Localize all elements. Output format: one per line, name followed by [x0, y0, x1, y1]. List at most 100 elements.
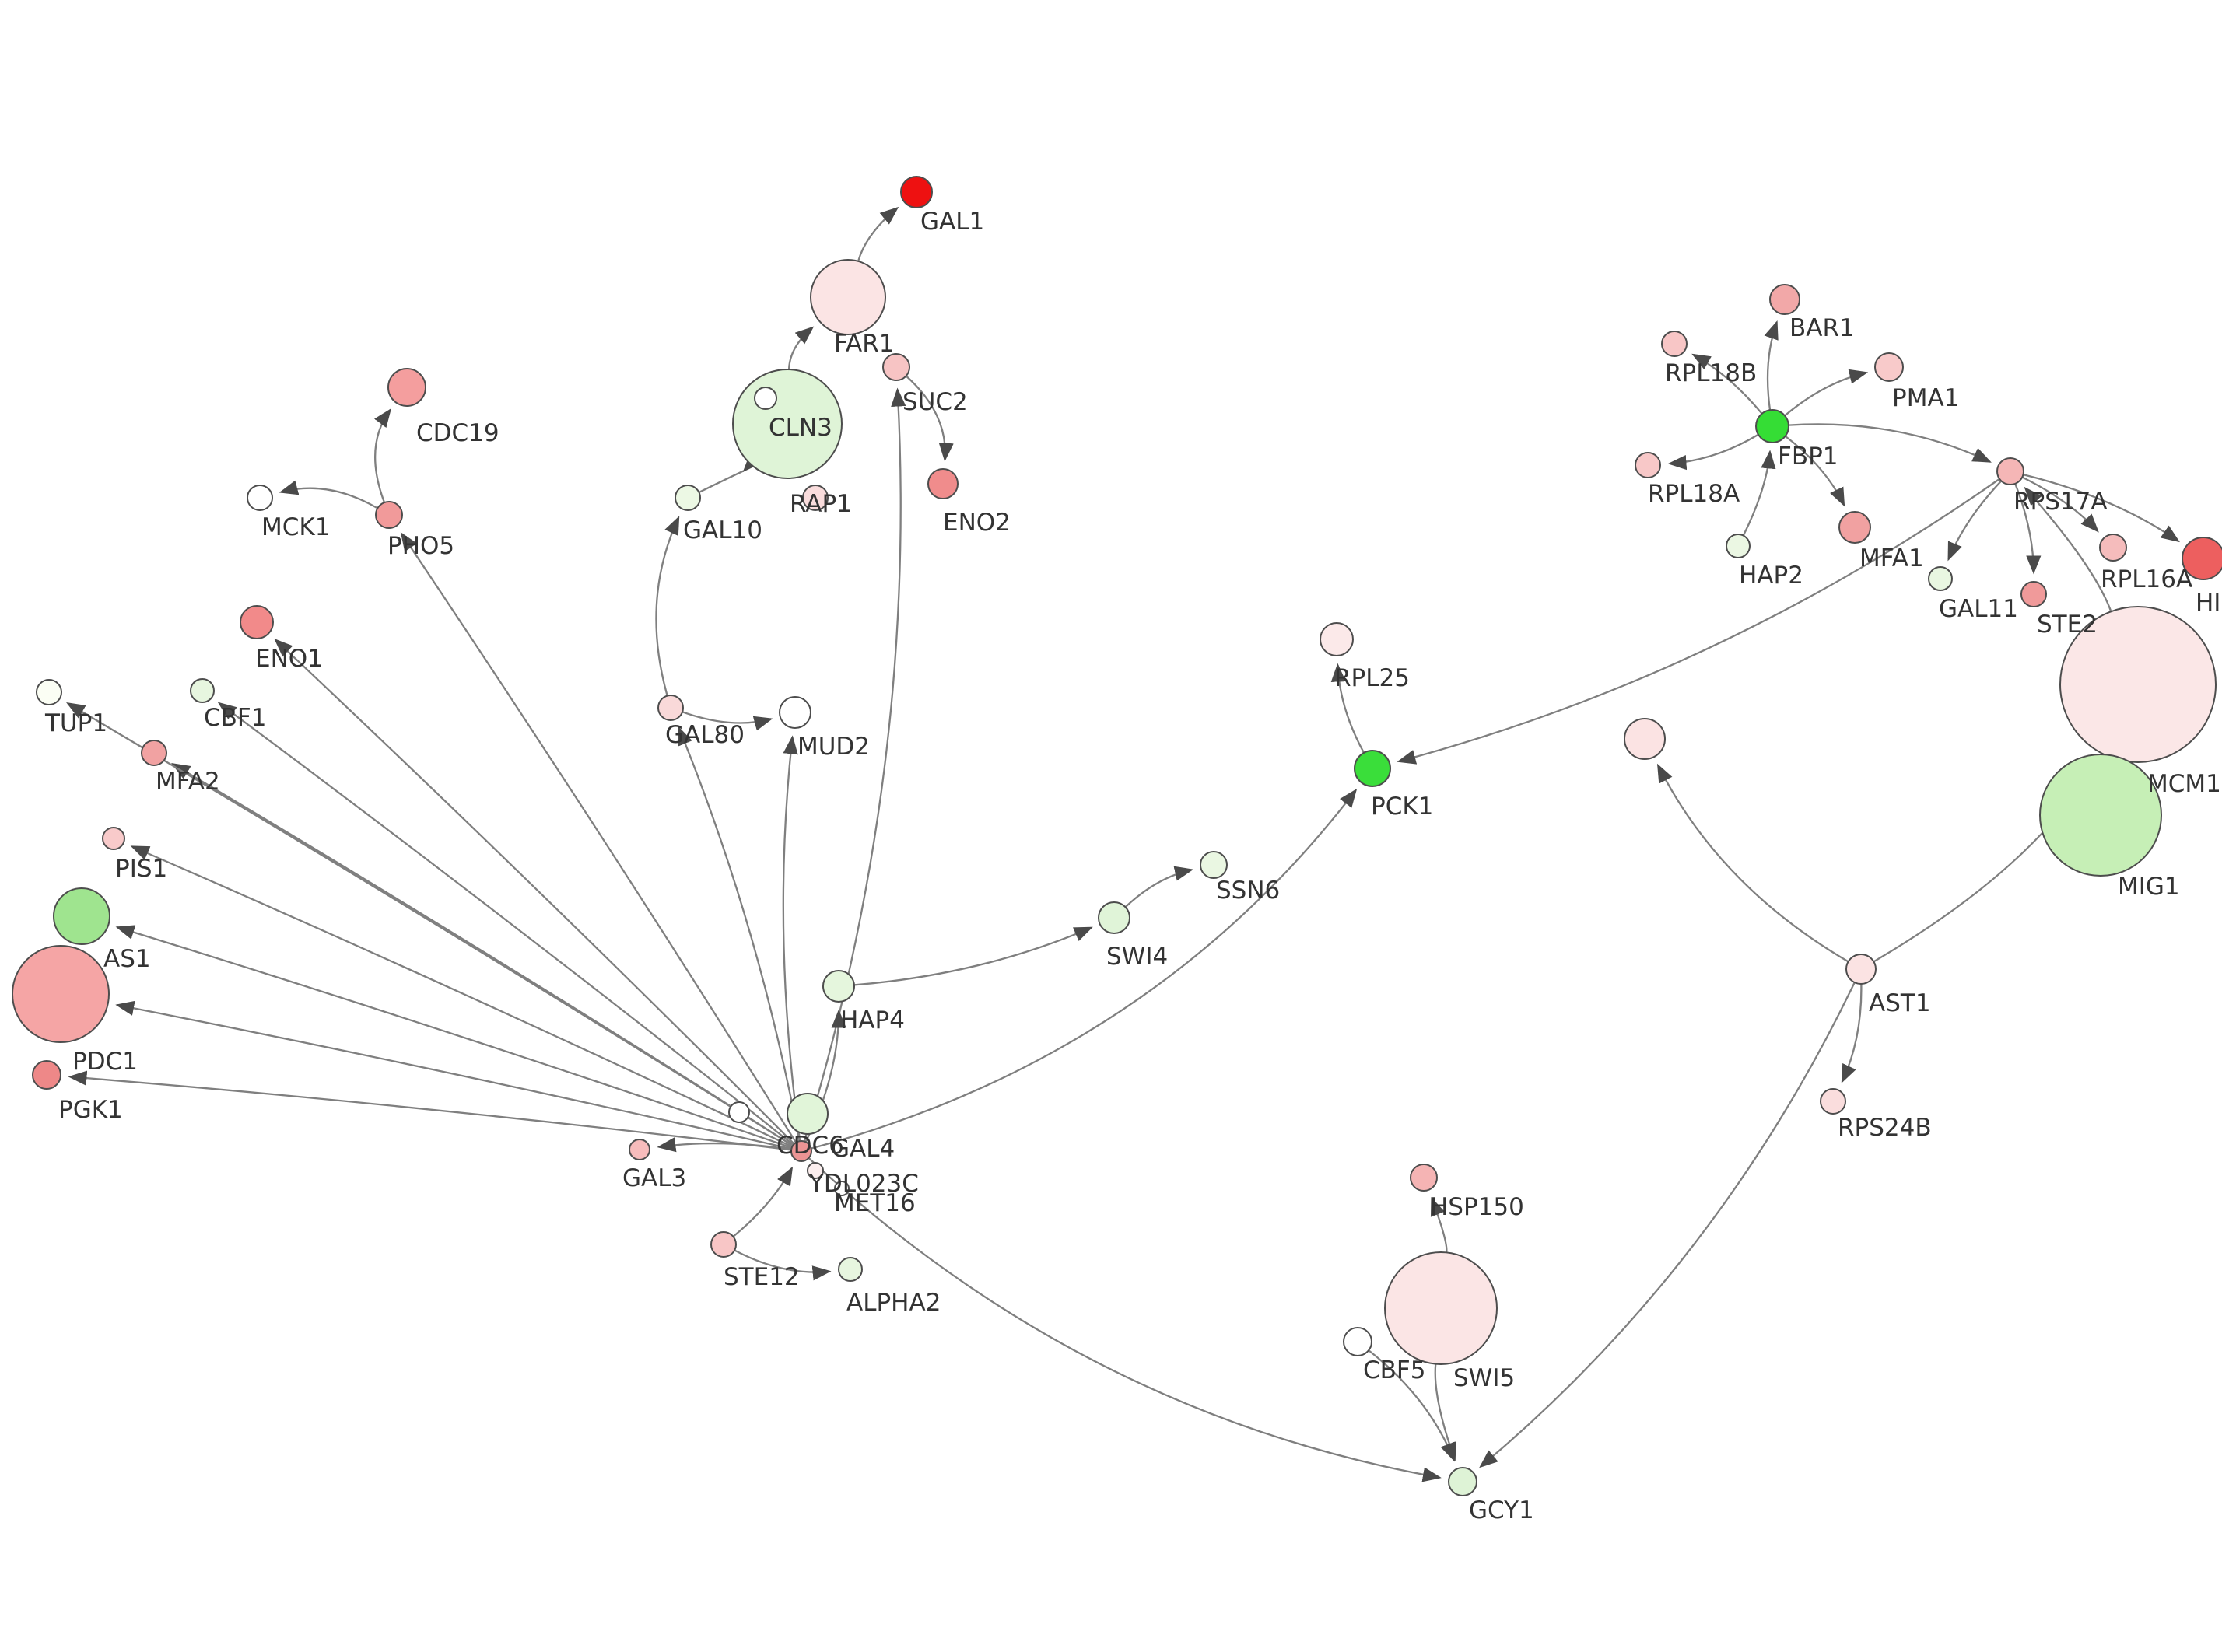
- edge-GAL80-GAL10[interactable]: [655, 516, 680, 696]
- edge-FBP1-RPS17A[interactable]: [1788, 423, 1992, 463]
- node-PIS1[interactable]: [102, 827, 125, 850]
- edge-GAL80-MUD2[interactable]: [682, 711, 773, 731]
- node-HIS4[interactable]: [2182, 537, 2222, 580]
- node-GAL11[interactable]: [1928, 566, 1953, 591]
- node-N2[interactable]: [728, 1101, 750, 1123]
- node-HAP2[interactable]: [1726, 534, 1751, 558]
- node-GAL10[interactable]: [675, 485, 701, 511]
- edge-FBP1-RPL18A[interactable]: [1667, 433, 1759, 471]
- edge-PCK1-RPL25[interactable]: [1330, 663, 1365, 754]
- node-PDC1[interactable]: [12, 945, 110, 1043]
- edge-CLN3-FAR1[interactable]: [787, 326, 815, 370]
- node-RAP1[interactable]: [802, 485, 829, 511]
- node-TUP1[interactable]: [36, 679, 62, 705]
- node-STE12[interactable]: [710, 1231, 737, 1258]
- node-YDL023C[interactable]: [807, 1162, 824, 1179]
- node-RPL18A[interactable]: [1635, 452, 1661, 478]
- edge-STE12-ALPHA2[interactable]: [734, 1249, 832, 1281]
- edge-RPS17A-PCK1[interactable]: [1397, 478, 2000, 765]
- edge-PHO5-MCK1[interactable]: [279, 480, 378, 509]
- edge-FBP1-PMA1[interactable]: [1784, 369, 1869, 417]
- node-MFA2[interactable]: [141, 740, 167, 766]
- edge-GAL4-PCK1[interactable]: [811, 788, 1358, 1150]
- node-PHO5[interactable]: [375, 501, 403, 529]
- node-RPL18B[interactable]: [1661, 331, 1688, 357]
- edge-GAL4-MUD2[interactable]: [782, 735, 801, 1142]
- edge-FBP1-BAR1[interactable]: [1764, 320, 1779, 411]
- edge-GAL10-CLN3[interactable]: [698, 453, 761, 494]
- edge-HAP2-FBP1[interactable]: [1742, 450, 1776, 537]
- node-PCK1[interactable]: [1354, 750, 1391, 787]
- edge-GAL4-PHO5[interactable]: [400, 532, 797, 1143]
- node-MCM1[interactable]: [2059, 606, 2217, 763]
- edge-HAP4-SWI4[interactable]: [853, 926, 1093, 986]
- node-RPS24B[interactable]: [1820, 1088, 1846, 1115]
- node-RPL16A[interactable]: [2099, 534, 2127, 562]
- edge-SWI5-HSP150[interactable]: [1430, 1196, 1448, 1253]
- node-AS1[interactable]: [53, 887, 110, 945]
- node-SSN6[interactable]: [1200, 851, 1228, 879]
- node-ENO2[interactable]: [927, 468, 959, 499]
- edge-GAL4-AS1[interactable]: [115, 925, 793, 1149]
- node-CDC19[interactable]: [387, 368, 426, 407]
- node-MFA1[interactable]: [1838, 511, 1871, 544]
- edge-RPS17A-STE2[interactable]: [2014, 483, 2042, 575]
- node-CDC6[interactable]: [787, 1093, 829, 1135]
- node-SUC2[interactable]: [882, 353, 910, 381]
- node-N1[interactable]: [754, 387, 777, 410]
- node-GAL3[interactable]: [629, 1139, 650, 1160]
- edge-GAL4-GAL80[interactable]: [678, 726, 801, 1142]
- edge-RPS17A-HIS4[interactable]: [2023, 473, 2180, 543]
- edge-GAL4-CBF1[interactable]: [217, 702, 794, 1146]
- node-GAL1[interactable]: [900, 176, 933, 208]
- node-N3[interactable]: [1624, 718, 1666, 760]
- node-CBF1[interactable]: [190, 678, 215, 703]
- node-ENO1[interactable]: [240, 605, 274, 639]
- node-MIG1[interactable]: [2039, 754, 2162, 877]
- node-PGK1[interactable]: [32, 1060, 61, 1090]
- node-SWI4[interactable]: [1098, 901, 1130, 934]
- node-RPL25[interactable]: [1320, 622, 1354, 656]
- node-STE2[interactable]: [2020, 581, 2047, 607]
- edge-GAL4-ENO1[interactable]: [274, 638, 795, 1145]
- edge-SWI4-SSN6[interactable]: [1124, 866, 1194, 908]
- node-RPS17A[interactable]: [1996, 457, 2024, 485]
- edge-SWI5-GCY1[interactable]: [1434, 1363, 1456, 1462]
- node-PMA1[interactable]: [1874, 352, 1904, 382]
- node-GCY1[interactable]: [1448, 1467, 1477, 1496]
- edge-AST1-RPS24B[interactable]: [1841, 983, 1863, 1083]
- node-MET16[interactable]: [834, 1181, 850, 1196]
- edge-GAL4-GCY1[interactable]: [808, 1157, 1442, 1482]
- edge-GAL4-PDC1[interactable]: [115, 1000, 792, 1150]
- edge-MCM1-RPS17A[interactable]: [2024, 486, 2112, 612]
- node-GAL4[interactable]: [790, 1140, 812, 1162]
- edge-RPS17A-GAL11[interactable]: [1947, 480, 2003, 562]
- edge-AST1-N3[interactable]: [1657, 763, 1849, 963]
- node-GAL80[interactable]: [657, 695, 684, 721]
- node-BAR1[interactable]: [1769, 284, 1800, 315]
- edge-FAR1-GAL1[interactable]: [857, 206, 899, 262]
- edge-AST1-GCY1[interactable]: [1479, 982, 1856, 1468]
- edge-FBP1-RPL18B[interactable]: [1691, 353, 1763, 415]
- node-SWI5[interactable]: [1384, 1251, 1498, 1365]
- node-AST1[interactable]: [1845, 954, 1877, 985]
- edge-GAL4-TUP1[interactable]: [66, 702, 794, 1147]
- node-FAR1[interactable]: [810, 259, 886, 335]
- edge-STE12-GAL4[interactable]: [732, 1166, 794, 1237]
- node-HAP4[interactable]: [822, 970, 855, 1003]
- edge-SUC2-ENO2[interactable]: [905, 375, 954, 462]
- node-ALPHA2[interactable]: [838, 1257, 863, 1282]
- edge-FBP1-MFA1[interactable]: [1784, 435, 1845, 507]
- node-CBF5[interactable]: [1343, 1327, 1372, 1356]
- edge-GAL4-PGK1[interactable]: [68, 1070, 792, 1151]
- edge-GAL4-SUC2[interactable]: [803, 387, 906, 1142]
- node-MUD2[interactable]: [779, 696, 811, 729]
- node-MCK1[interactable]: [247, 485, 273, 511]
- node-HSP150[interactable]: [1410, 1164, 1438, 1192]
- edge-GAL4-PIS1[interactable]: [130, 845, 793, 1148]
- edge-PHO5-CDC19[interactable]: [374, 408, 392, 503]
- edge-CBF5-GCY1[interactable]: [1368, 1349, 1455, 1462]
- node-FBP1[interactable]: [1755, 409, 1789, 443]
- edge-RPS17A-RPL16A[interactable]: [2021, 476, 2099, 533]
